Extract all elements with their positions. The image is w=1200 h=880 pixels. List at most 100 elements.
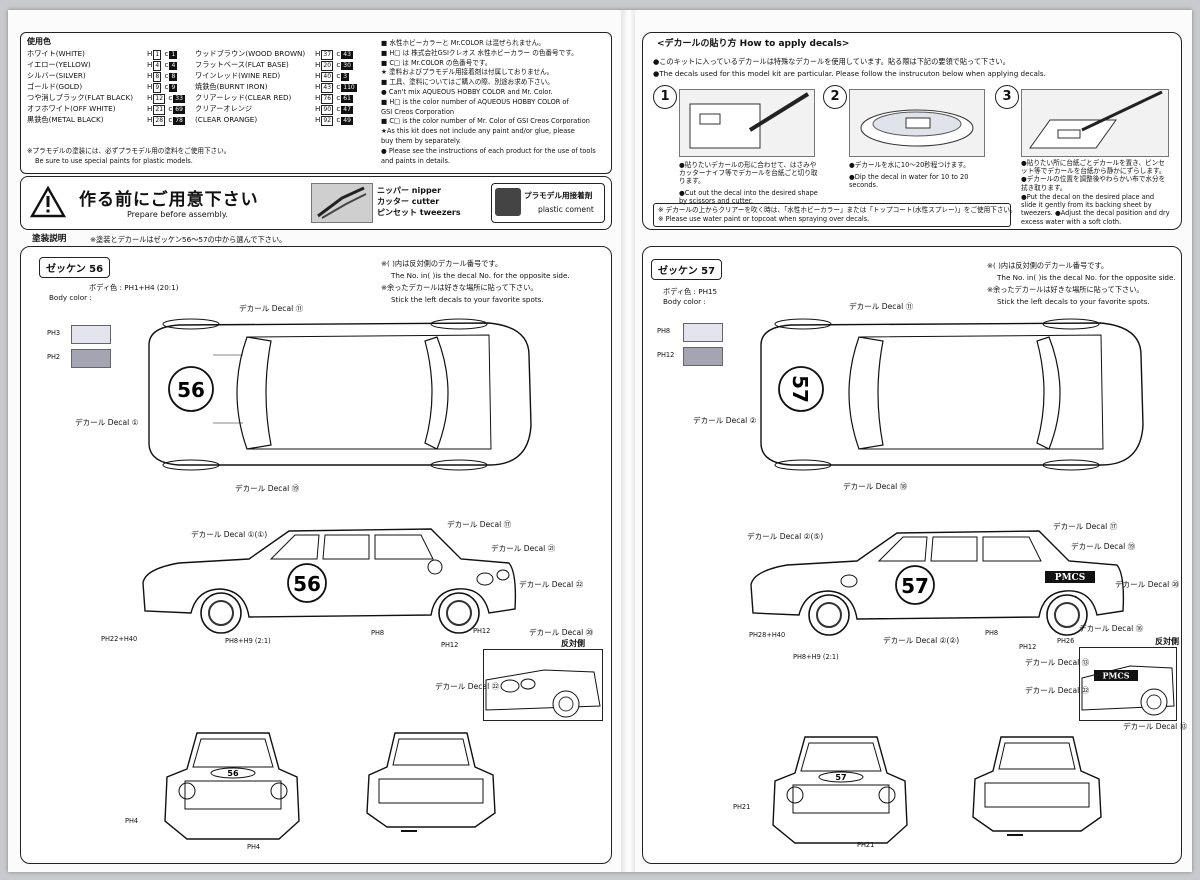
color-label: ワインレッド(WINE RED) (195, 71, 281, 80)
tool-2: カッター cutter (377, 197, 440, 206)
side-number-right: 57 (901, 574, 929, 598)
opposite-label: 反対側 (561, 639, 585, 648)
h-code: 12 (153, 94, 166, 104)
decal-label-7: デカール Decal ㉒ (519, 580, 584, 589)
howto-title: <デカールの貼り方 How to apply decals> (657, 39, 850, 49)
body-color-jp: ボディ色 : PH1+H4 (20:1) (89, 283, 179, 292)
color-label: イエロー(YELLOW) (27, 60, 91, 69)
step-1-jp: ●貼りたいデカールの形に合わせて、はさみやカッターナイフ等でデカールを台紙ごと切… (679, 161, 818, 186)
glue-icon (495, 188, 521, 216)
note1-en: The No. in( )is the decal No. for the op… (391, 271, 570, 280)
part-label-1: PH22+H40 (101, 635, 138, 643)
c-code: 110 (341, 84, 357, 92)
top-number: 56 (177, 378, 205, 402)
color-label: 黒鉄色(METAL BLACK) (27, 115, 104, 124)
car-front-view: 56 (164, 732, 300, 840)
color-label: オフホワイト(OFF WHITE) (27, 104, 116, 113)
swatch2-label-right: PH12 (657, 351, 675, 359)
step-1-en: ●Cut out the decal into the desired shap… (679, 189, 818, 206)
part-label-r4: PH12 (1019, 643, 1037, 651)
decal-howto-box: <デカールの貼り方 How to apply decals> ●このキットに入っ… (642, 32, 1182, 230)
tool-1: ニッパー nipper (377, 186, 442, 195)
part-label-4: PH12 (441, 641, 459, 649)
prepare-subtitle: Prepare before assembly. (127, 210, 228, 219)
color-label: つや消しブラック(FLAT BLACK) (27, 93, 134, 102)
color-info-line: ■ H□ は 株式会社GSIクレオス 水性ホビーカラー の色番号です。 (381, 48, 578, 57)
c-code: 69 (173, 106, 185, 114)
car-rear-view-right (972, 736, 1102, 836)
decal-label-1: デカール Decal ⑪ (239, 304, 304, 313)
color-swatch-light-right (683, 323, 723, 342)
body-color-en: Body color : (49, 293, 92, 302)
color-label: シルバー(SILVER) (27, 71, 86, 80)
color-info-line: ● Please see the instructions of each pr… (381, 146, 596, 155)
part-label-5: PH12 (473, 627, 491, 635)
paint-heading: 塗装説明 (32, 234, 67, 244)
c-code: 49 (341, 117, 353, 125)
color-info-line: ★ 塗料およびプラモデル用接着剤は付属しておりません。 (381, 68, 554, 77)
step-3-number: 3 (995, 85, 1019, 109)
paint-note-jp: ※プラモデルの塗装には、必ずプラモデル用の塗料をご使用下さい。 (27, 147, 231, 155)
c-code: 43 (341, 51, 353, 59)
tool-3: ピンセット tweezers (377, 208, 461, 217)
part-label-r6: PH21 (733, 803, 751, 811)
decal-label-r6: デカール Decal ⑲ (1071, 542, 1136, 551)
prepare-title: 作る前にご用意下さい (79, 190, 259, 210)
glue-jp: プラモデル用接着剤 (524, 191, 593, 200)
body-color-en-right: Body color : (663, 297, 706, 306)
part-label-r5: PH26 (1057, 637, 1075, 645)
decal-label-6: デカール Decal ㉑ (491, 544, 556, 553)
decal-label-r8: デカール Decal ⑯ (1079, 624, 1144, 633)
c-code: 47 (341, 106, 353, 114)
step-3-illustration (1021, 89, 1169, 157)
step-1-number: 1 (653, 85, 677, 109)
part-label-r3: PH8 (985, 629, 999, 637)
part-label-6: PH4 (125, 817, 139, 825)
h-code: 43 (321, 83, 334, 93)
color-swatch-dark (71, 349, 111, 368)
h-code: 92 (321, 116, 334, 126)
color-label: フラットベース(FLAT BASE) (195, 60, 289, 69)
color-info-line: ★As this kit does not include any paint … (381, 127, 575, 136)
part-label-3: PH8 (371, 629, 385, 637)
step-2-illustration (849, 89, 985, 157)
h-code: 1 (153, 50, 162, 60)
color-info-line: ■ H□ is the color number of AQUEOUS HOBB… (381, 97, 569, 106)
glue-box: プラモデル用接着剤 plastic coment (491, 183, 605, 223)
glue-en: plastic coment (538, 205, 594, 214)
swatch1-label: PH3 (47, 329, 61, 337)
c-code: 8 (169, 73, 178, 81)
decal-label-3: デカール Decal ⑲ (235, 484, 300, 493)
step-3-en: ●Put the decal on the desired place and … (1021, 193, 1170, 226)
part-label-2: PH8+H9 (2:1) (225, 637, 271, 645)
opposite-label-right: 反対側 (1155, 637, 1179, 646)
page-fold (621, 10, 635, 872)
decal-label-2: デカール Decal ① (75, 418, 139, 427)
part-label-7: PH4 (247, 843, 261, 851)
h-code: 37 (321, 50, 334, 60)
decal-label-9: デカール Decal ㉒ (435, 682, 500, 691)
color-label: 焼鉄色(BURNT IRON) (195, 82, 268, 91)
step-3-jp: ●貼りたい所に台紙ごとデカールを置き、ピンセット等でデカールを台紙から静かにずら… (1021, 159, 1166, 192)
note2-jp: ※余ったデカールは好きな場所に貼って下さい。 (381, 283, 538, 292)
color-info-line: ■ C□ は Mr.COLOR の色番号です。 (381, 58, 492, 67)
step-1-illustration (679, 89, 815, 157)
inset-pmcs: PMCS (1102, 671, 1129, 681)
h-code: 76 (321, 94, 334, 104)
color-label: ウッドブラウン(WOOD BROWN) (195, 49, 306, 58)
car-side-view: 56 (142, 528, 517, 634)
zekken-badge: ゼッケン 56 (39, 257, 111, 278)
color-swatch-light (71, 325, 111, 344)
